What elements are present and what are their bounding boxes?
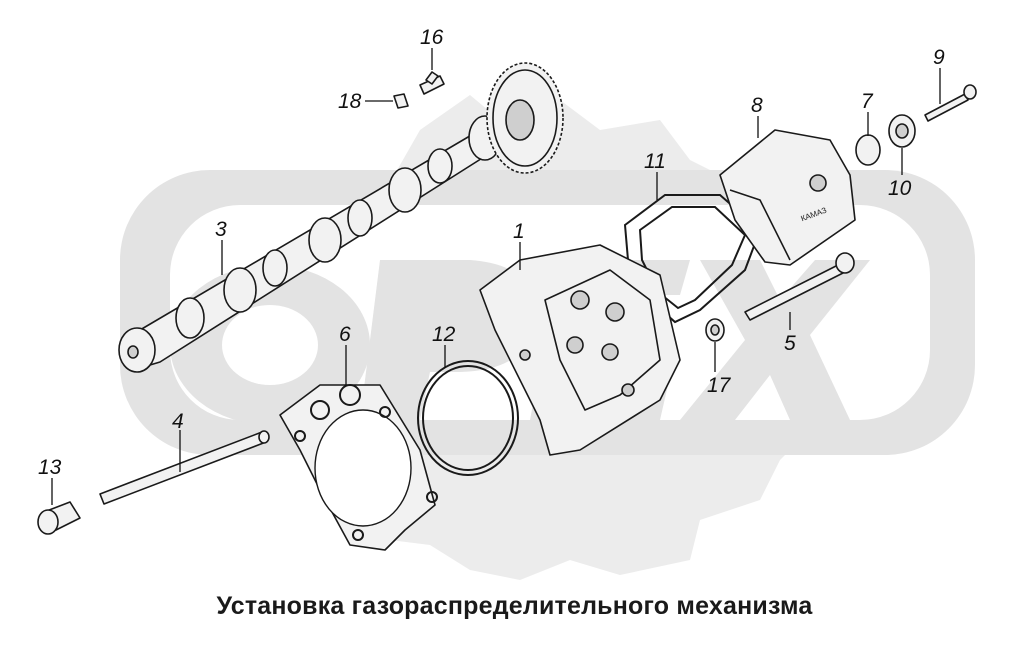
watermark-letter-o-hole (222, 305, 318, 385)
part-tappet-13 (37, 501, 81, 535)
callout-7: 7 (861, 90, 874, 113)
part-cylinder-head (479, 244, 681, 456)
leader-lines (51, 48, 941, 505)
part-bolt-18 (393, 93, 409, 109)
callout-4: 4 (172, 410, 184, 433)
callout-10: 10 (888, 177, 912, 200)
callout-6: 6 (339, 323, 351, 346)
callout-numbers: 1 3 4 5 6 7 8 9 10 11 12 13 16 17 18 (38, 26, 945, 479)
callout-11: 11 (644, 150, 666, 173)
watermark-letter-x (680, 260, 870, 420)
callout-8: 8 (751, 94, 763, 117)
part-head-gasket (279, 384, 438, 551)
diagram-caption: Установка газораспределительного механиз… (216, 592, 813, 620)
part-bolt-9 (924, 84, 977, 122)
part-o-ring-12 (417, 360, 519, 476)
callout-18: 18 (338, 90, 362, 113)
callout-5: 5 (784, 332, 796, 355)
callout-3: 3 (215, 218, 227, 241)
part-push-rod-4 (99, 430, 270, 505)
part-washer-17 (705, 318, 725, 342)
callout-1: 1 (513, 220, 525, 243)
callout-16: 16 (420, 26, 444, 49)
callout-17: 17 (707, 374, 732, 397)
part-valve-cover: КАМАЗ (719, 129, 856, 266)
camshaft-lobes (118, 115, 502, 373)
callout-13: 13 (38, 456, 62, 479)
part-bolt-16 (419, 71, 445, 95)
part-seal-10 (888, 114, 916, 148)
part-washer-7 (855, 134, 881, 166)
callout-12: 12 (432, 323, 456, 346)
callout-9: 9 (933, 46, 945, 69)
part-camshaft (118, 62, 564, 373)
part-long-bolt-5 (744, 252, 855, 321)
camshaft-gear (486, 62, 564, 174)
